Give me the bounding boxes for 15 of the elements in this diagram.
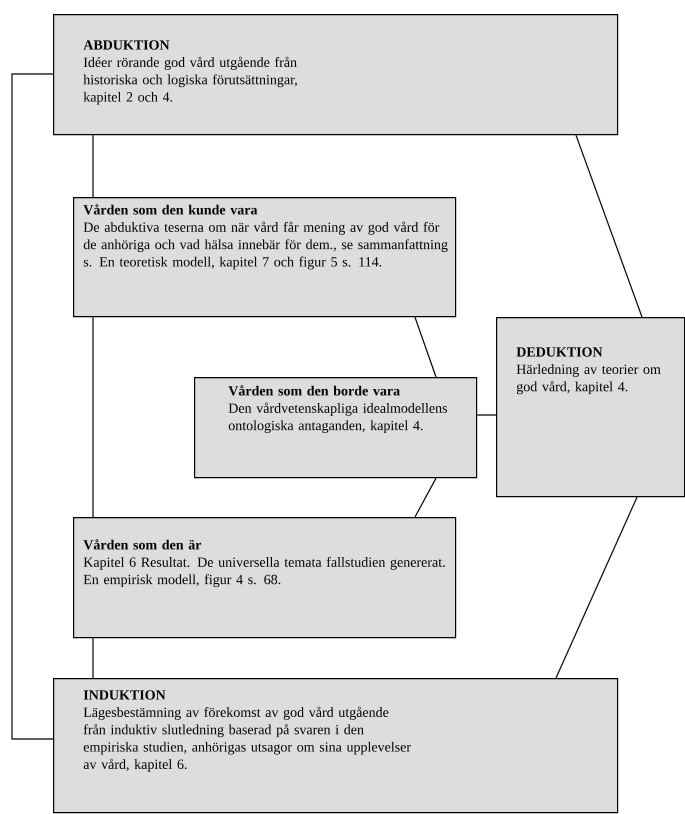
process-box: DEDUKTION Härledning av teorier om god vård, kapitel 4. (496, 317, 685, 498)
connector-line (92, 135, 94, 197)
process-box: Vården som den borde vara Den vårdvetenskapliga idealmodellens ontologiska antaganden, kapitel 4. (194, 377, 478, 478)
connector-line (414, 317, 437, 378)
process-box: Vården som den är Kapitel 6 Resultat. De universella temata fallstudien genererat. En empirisk modell, figur 4 s. 68. (73, 517, 456, 638)
connector-line (555, 496, 638, 678)
process-box: ABDUKTION Idéer rörande god vård utgående från historiska och logiska förutsättningar, kapitel 2 och 4. (53, 14, 618, 136)
connector-line (92, 317, 94, 517)
connector-line (575, 135, 643, 318)
connector-line (414, 478, 437, 518)
connector-line (11, 73, 53, 740)
process-box: INDUKTION Lägesbestämning av förekomst av god vård utgående från induktiv slutledning baserad på svaren i den empiriska studien, anhörigas utsagor om sina upplevelser av vård, kapitel 6. (53, 678, 618, 814)
process-box: Vården som den kunde vara De abduktiva teserna om när vård får mening av god vård för de anhöriga och vad hälsa innebär för dem., se sammanfattning s. En teoretisk modell, kapitel 7 och figur 5 s. 114. (73, 197, 456, 318)
connector-line (92, 638, 94, 678)
connector-line (477, 414, 496, 416)
